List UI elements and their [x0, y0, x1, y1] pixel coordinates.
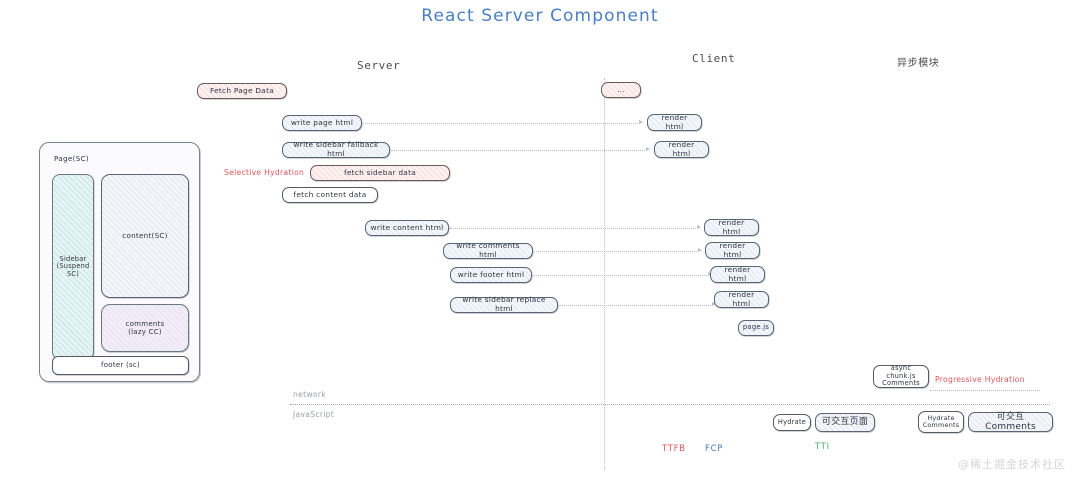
client-box-page-js[interactable]: page.js — [738, 320, 774, 336]
page-title: React Server Component — [421, 6, 659, 26]
annotation-selective-hydration: Selective Hydration — [224, 168, 305, 177]
tree-root-label: Page(SC) — [54, 154, 89, 163]
metric-ttfb: TTFB — [662, 443, 686, 453]
flow-line-6 — [559, 305, 711, 306]
flow-arrow-1 — [639, 120, 643, 124]
tree-node-content: content(SC) — [101, 174, 189, 298]
client-box-render-html-5[interactable]: render html — [710, 265, 765, 283]
async-box-chunk-comments[interactable]: async chunk.js Comments — [873, 364, 929, 388]
client-box-dots[interactable]: ... — [601, 82, 641, 98]
column-header-client: Client — [692, 52, 736, 65]
client-box-render-html-4[interactable]: render html — [705, 241, 760, 259]
client-box-render-html-2[interactable]: render html — [654, 140, 709, 158]
flow-line-2 — [391, 150, 645, 151]
hydration-box-hydrate-comments[interactable]: Hydrate Comments — [918, 411, 964, 433]
server-box-fetch-page-data[interactable]: Fetch Page Data — [197, 83, 287, 99]
server-box-write-content-html[interactable]: write content html — [365, 220, 449, 236]
flow-line-1 — [363, 123, 638, 124]
flow-line-4 — [534, 251, 697, 252]
server-box-write-comments-html[interactable]: write comments html — [443, 242, 533, 259]
client-box-render-html-6[interactable]: render html — [714, 290, 769, 308]
server-box-write-sidebar-fallback-html[interactable]: write sidebar fallback html — [282, 141, 390, 158]
async-flow-line — [930, 390, 1040, 391]
network-js-divider — [290, 404, 1050, 405]
client-box-render-html-1[interactable]: render html — [647, 113, 702, 131]
component-tree-panel: Page(SC) Sidebar (Suspend SC) content(SC… — [39, 142, 200, 382]
flow-arrow-2 — [646, 147, 650, 151]
server-box-write-sidebar-replace-html[interactable]: write sidebar replace html — [450, 296, 558, 313]
flow-arrow-4 — [698, 248, 702, 252]
watermark: @稀土掘金技术社区 — [958, 458, 1066, 471]
annotation-progressive-hydration: Progressive Hydration — [935, 375, 1025, 384]
hydration-box-interactive-page[interactable]: 可交互页面 — [815, 413, 875, 432]
label-javascript: JavaScript — [293, 410, 335, 419]
flow-arrow-3 — [697, 225, 701, 229]
hydration-box-interactive-comments[interactable]: 可交互 Comments — [968, 412, 1053, 432]
client-lifeline — [604, 78, 605, 470]
flow-line-5 — [533, 275, 707, 276]
server-box-fetch-content-data[interactable]: fetch content data — [282, 187, 378, 203]
tree-node-footer: footer (sc) — [52, 356, 189, 375]
server-box-write-page-html[interactable]: write page html — [282, 115, 362, 131]
server-box-fetch-sidebar-data[interactable]: fetch sidebar data — [310, 165, 450, 181]
hydration-box-hydrate[interactable]: Hydrate — [773, 414, 811, 431]
metric-fcp: FCP — [705, 443, 724, 453]
metric-tti: TTI — [815, 441, 830, 451]
server-box-write-footer-html[interactable]: write footer html — [450, 267, 532, 283]
flow-line-3 — [450, 228, 696, 229]
client-box-render-html-3[interactable]: render html — [704, 218, 759, 236]
column-header-async-module: 异步模块 — [897, 58, 940, 69]
tree-node-sidebar: Sidebar (Suspend SC) — [52, 174, 94, 360]
tree-node-comments: comments (lazy CC) — [101, 304, 189, 352]
label-network: network — [293, 390, 326, 399]
column-header-server: Server — [357, 59, 401, 72]
